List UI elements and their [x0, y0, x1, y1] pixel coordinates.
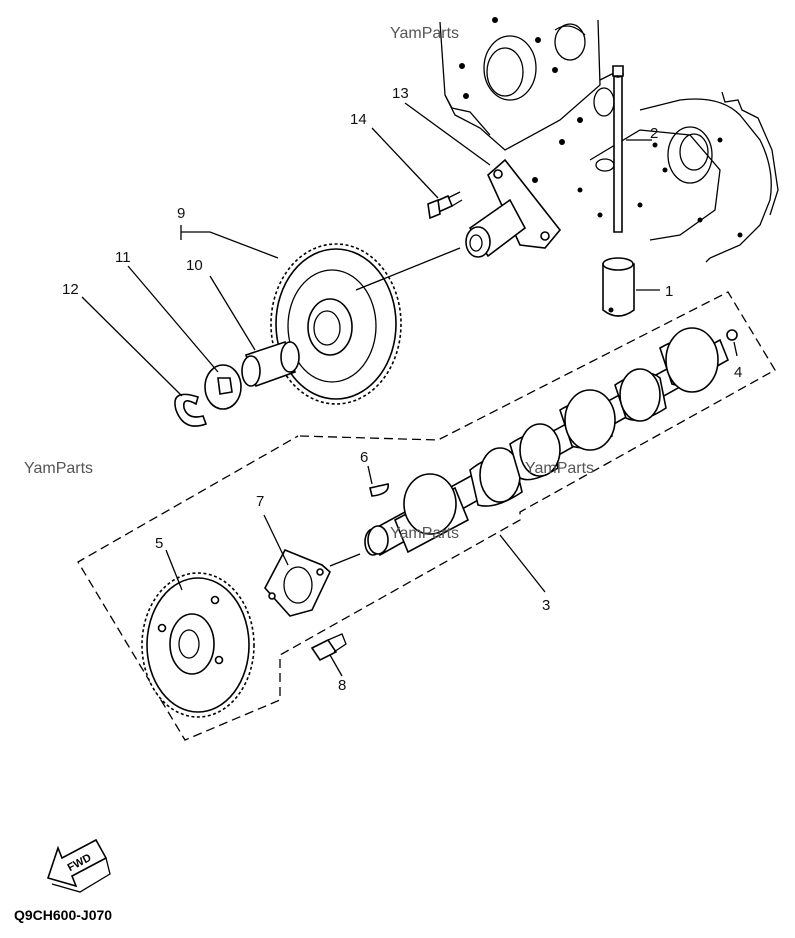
watermark-text: YamParts: [390, 25, 459, 42]
washer-11: [204, 364, 242, 410]
cam-gear: [141, 572, 255, 718]
push-rod: [612, 65, 624, 233]
callout-9: 9: [177, 205, 185, 222]
callout-5: 5: [155, 535, 163, 552]
callout-2: 2: [650, 125, 658, 142]
valve-lifter-tappet: [602, 257, 635, 317]
callout-3: 3: [542, 597, 550, 614]
callout-11: 11: [115, 249, 131, 266]
watermark-text: YamParts: [390, 525, 459, 542]
callout-1: 1: [665, 283, 673, 300]
callout-8: 8: [338, 677, 346, 694]
idle-gear: [270, 243, 402, 405]
watermark-text: YamParts: [525, 460, 594, 477]
bolt-14: [427, 191, 463, 220]
callout-7: 7: [256, 493, 264, 510]
drawing-code: Q9CH600-J070: [14, 907, 112, 923]
leader-lines: [81, 102, 738, 677]
circlip-12: [174, 393, 208, 427]
callout-6: 6: [360, 449, 368, 466]
woodruff-key-6: [369, 483, 389, 497]
callout-12: 12: [62, 281, 79, 298]
crankcase-cover-plate: [439, 17, 601, 183]
bushing-10: [241, 340, 300, 388]
callout-10: 10: [186, 257, 203, 274]
forward-direction-arrow: FWD: [46, 838, 111, 893]
watermarks: YamParts YamParts YamParts YamParts: [24, 25, 594, 542]
callout-labels: 1 2 3 4 5 6 7 8 9 10 11 12 13 14: [62, 85, 742, 694]
camshaft: [364, 327, 730, 557]
bolt-8: [310, 633, 347, 662]
idler-shaft-bracket: [465, 158, 562, 258]
watermark-text: YamParts: [24, 460, 93, 477]
callout-13: 13: [392, 85, 409, 102]
thrust-plate: [264, 548, 331, 617]
callout-4: 4: [734, 364, 742, 381]
engine-block-section: [577, 69, 779, 263]
camshaft-assembly-outline: [77, 291, 776, 741]
callout-14: 14: [350, 111, 367, 128]
dowel-pin-4: [726, 329, 738, 341]
